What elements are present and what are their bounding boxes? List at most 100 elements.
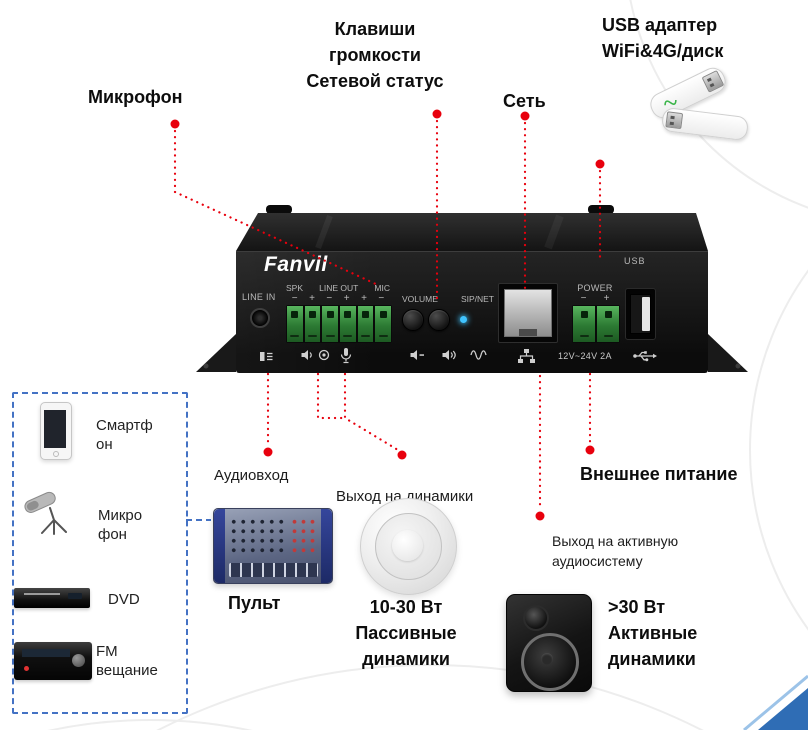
ethernet-port xyxy=(498,283,558,343)
usb-dongle-image xyxy=(660,106,750,142)
sip-net-led xyxy=(460,316,467,323)
polarity-mark: − xyxy=(291,293,298,304)
mixer-side-panel xyxy=(321,509,332,583)
terminal-pin xyxy=(357,306,374,342)
screw-hole xyxy=(203,363,209,369)
power-rating-label: 12V~24V 2A xyxy=(558,351,612,361)
source-label-smartphone: Смартфон xyxy=(96,417,153,453)
callout-active-out: Выход на активную аудиосистему xyxy=(552,531,678,571)
line-out-icon xyxy=(318,349,330,361)
terminal-pin xyxy=(287,306,303,342)
terminal-pin xyxy=(597,306,619,342)
mixer-image xyxy=(213,508,333,584)
brand-logo: Fanvil xyxy=(264,253,328,276)
speaker-polarity-marks: − + − + + − xyxy=(286,294,390,304)
polarity-mark: + xyxy=(603,293,610,304)
label-passive-line2: Пассивные xyxy=(355,623,457,643)
usb-dongle-image xyxy=(646,63,730,123)
power-polarity-marks: − + xyxy=(572,294,618,304)
callout-usb-line1: USB адаптер xyxy=(602,15,718,35)
mounting-ear-left xyxy=(196,334,236,372)
connector-dot xyxy=(170,119,180,129)
callout-speaker-out: Выход на динамики xyxy=(336,488,474,505)
callout-usb-line2: WiFi&4G/диск xyxy=(602,41,724,61)
signal-wave-icon xyxy=(470,350,487,360)
connector-dot xyxy=(432,109,442,119)
line-in-icon xyxy=(260,352,273,361)
volume-down-button xyxy=(402,309,424,331)
power-label: POWER xyxy=(577,283,613,293)
polarity-mark: − xyxy=(326,293,333,304)
label-active-line2: Активные xyxy=(608,623,698,643)
ethernet-port-face xyxy=(504,289,552,337)
polarity-mark: − xyxy=(580,293,587,304)
label-passive-line3: динамики xyxy=(362,649,450,669)
speaker-tweeter xyxy=(523,605,549,631)
callout-network: Сеть xyxy=(503,91,546,111)
polarity-mark: + xyxy=(309,293,315,304)
mixer-gain-knobs xyxy=(290,517,318,555)
sip-net-label: SIP/NET xyxy=(460,294,494,304)
terminal-pin xyxy=(304,306,321,342)
callout-volume-line1: Клавиши xyxy=(334,19,416,39)
connector-dot xyxy=(595,159,605,169)
device-top-face xyxy=(236,213,708,251)
label-active-line3: динамики xyxy=(608,649,696,669)
connector-dot xyxy=(397,450,407,460)
fm-radio-image xyxy=(14,642,92,680)
volume-up-icon xyxy=(442,350,456,360)
callout-active-out-line1: Выход на активную xyxy=(552,533,679,549)
audio-sources-box xyxy=(12,392,188,714)
speaker-icon xyxy=(301,350,312,360)
line-in-label: LINE IN xyxy=(242,292,276,302)
fm-radio-knob xyxy=(72,654,85,667)
smartphone-screen xyxy=(44,410,66,448)
corner-triangle xyxy=(758,688,808,730)
source-label-fm: FM вещание xyxy=(96,643,158,679)
callout-volume-line2: громкости xyxy=(329,45,421,65)
usb-port-label: USB xyxy=(624,256,646,266)
terminal-pin xyxy=(573,306,595,342)
callout-active-out-line2: аудиосистему xyxy=(552,553,643,569)
brushed-highlight xyxy=(544,214,564,250)
usb-port xyxy=(625,288,656,340)
dongle-logo-mark xyxy=(664,99,677,106)
terminal-pin xyxy=(322,306,338,342)
smartphone-image xyxy=(40,402,72,460)
mixer-knobs xyxy=(229,517,287,555)
label-mixer: Пульт xyxy=(228,593,281,613)
polarity-mark: + xyxy=(361,293,367,304)
mounting-ear-right xyxy=(708,334,748,372)
device-foot xyxy=(588,205,614,214)
callout-network-status: Сетевой статус xyxy=(306,71,444,91)
callout-volume-status: Клавиши громкости Сетевой статус xyxy=(292,16,458,94)
background-curve xyxy=(749,269,808,631)
smartphone-home-button xyxy=(53,451,59,457)
usb-dongle-plug xyxy=(701,70,725,93)
connector-dot xyxy=(585,445,595,455)
mixer-faders xyxy=(229,563,318,577)
usb-dongle-plug xyxy=(665,111,684,130)
volume-down-icon xyxy=(410,350,424,360)
corner-accent-line xyxy=(743,674,808,730)
ceiling-speaker-image xyxy=(360,498,457,595)
terminal-pin xyxy=(375,306,391,342)
source-label-dvd: DVD xyxy=(108,591,140,608)
volume-sipnet-labels: VOLUME SIP/NET xyxy=(402,294,494,304)
speaker-woofer xyxy=(521,633,579,691)
device-foot xyxy=(266,205,292,214)
label-passive-speakers: 10-30 Вт Пассивные динамики xyxy=(340,594,472,672)
screw-hole xyxy=(735,363,741,369)
callout-audio-in: Аудиовход xyxy=(214,467,289,484)
label-active-speakers: >30 Вт Активные динамики xyxy=(608,594,697,672)
polarity-mark: + xyxy=(343,293,350,304)
background-curve xyxy=(48,719,252,730)
connector-dot xyxy=(535,511,545,521)
line-in-jack xyxy=(250,308,270,328)
connector-dot xyxy=(263,447,273,457)
mixer-side-panel xyxy=(214,509,225,583)
polarity-mark: − xyxy=(378,293,385,304)
spk-label: SPK xyxy=(286,283,304,293)
power-terminal-block xyxy=(572,305,620,343)
